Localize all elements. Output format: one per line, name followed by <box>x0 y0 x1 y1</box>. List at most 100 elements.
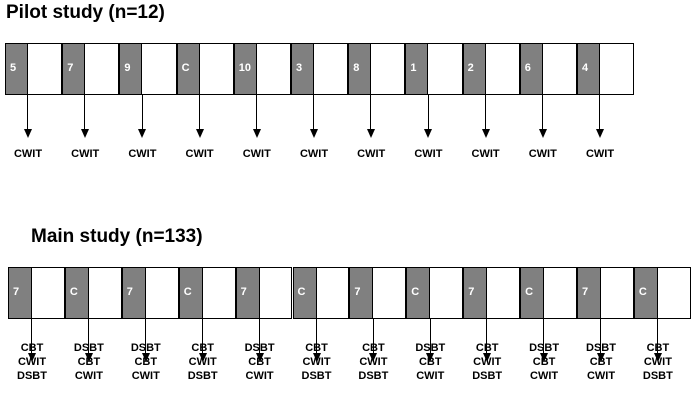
pilot-block-9-label: 2 <box>467 62 474 74</box>
main-block-1-label: 7 <box>13 286 20 298</box>
main-block-2-outputs: DSBT CBT CWIT <box>59 341 119 383</box>
pilot-block-5-arrow-head <box>252 129 261 138</box>
main-block-1-arrow <box>31 319 33 354</box>
pilot-block-8-empty-cell <box>427 43 463 95</box>
pilot-block-7-outputs: CWIT <box>341 147 401 161</box>
pilot-block-6-empty-cell <box>313 43 349 95</box>
main-block-8-output-2: CBT <box>418 356 442 368</box>
pilot-block-2-label-cell: 7 <box>62 43 86 95</box>
pilot-block-5-empty-cell <box>255 43 291 95</box>
main-block-4-output-1: CBT <box>191 342 214 354</box>
main-block-3-empty-cell <box>144 267 179 319</box>
pilot-block-7-output-1: CWIT <box>357 148 386 160</box>
pilot-block-1-label-cell: 5 <box>5 43 28 95</box>
pilot-block-3-label: 9 <box>124 62 131 74</box>
pilot-block-7-empty-cell <box>370 43 406 95</box>
main-block-11-label: 7 <box>582 286 589 298</box>
pilot-block-1-output-1: CWIT <box>13 148 43 160</box>
pilot-block-1-outputs: CWIT <box>0 147 58 161</box>
main-block-11-output-2: CBT <box>589 356 613 368</box>
pilot-block-10-label: 6 <box>524 62 531 74</box>
pilot-block-2-output-1: CWIT <box>71 148 100 160</box>
pilot-block-6-arrow-head <box>310 129 318 138</box>
main-block-5-output-2: CBT <box>248 356 271 368</box>
main-block-1-empty-cell <box>31 267 65 319</box>
pilot-block-2-empty-cell <box>84 43 120 95</box>
main-block-2-output-1: DSBT <box>73 342 104 354</box>
main-block-11-outputs: DSBT CBT CWIT <box>571 341 631 383</box>
pilot-block-11-label-cell: 4 <box>577 43 600 95</box>
main-block-10-label-cell: C <box>520 267 545 319</box>
pilot-study-title: Pilot study (n=12) <box>6 2 165 23</box>
main-block-4-output-2: CWIT <box>188 356 217 368</box>
main-block-8-output-1: DSBT <box>415 342 446 354</box>
main-block-5-label: 7 <box>240 286 247 298</box>
pilot-block-3-output-1: CWIT <box>128 148 157 160</box>
main-block-3-output-1: DSBT <box>130 342 161 354</box>
main-block-6-empty-cell <box>315 267 350 319</box>
main-block-6-arrow-head <box>312 353 321 362</box>
main-block-8-arrow-head <box>426 353 435 362</box>
pilot-block-10-arrow <box>542 95 544 130</box>
main-block-10-arrow-head <box>540 353 549 362</box>
main-block-11-arrow-head <box>597 353 605 362</box>
pilot-block-9-arrow <box>484 95 486 130</box>
pilot-block-10-empty-cell <box>541 43 577 95</box>
pilot-block-3-outputs: CWIT <box>112 147 172 161</box>
main-block-3-output-3: CWIT <box>131 370 160 382</box>
main-block-7-arrow-head <box>369 353 378 362</box>
main-block-12-arrow-head <box>653 353 662 362</box>
pilot-block-6-label: 3 <box>296 62 303 74</box>
pilot-block-8-arrow-head <box>424 129 433 138</box>
main-block-5-arrow <box>258 319 260 354</box>
main-block-10-output-2: CBT <box>532 356 556 368</box>
main-block-3-label: 7 <box>126 286 133 298</box>
pilot-block-10-label-cell: 6 <box>519 43 543 95</box>
main-block-2-output-3: CWIT <box>74 370 103 382</box>
pilot-block-11-arrow <box>599 95 601 130</box>
main-block-11-empty-cell <box>600 267 634 319</box>
pilot-block-6-arrow <box>313 95 315 130</box>
main-block-6-label-cell: C <box>292 267 317 319</box>
main-block-10-arrow <box>543 319 545 354</box>
pilot-block-9-empty-cell <box>484 43 520 95</box>
main-block-2-label-cell: C <box>64 267 89 319</box>
main-block-4-output-3: DSBT <box>187 370 218 382</box>
main-block-11-label-cell: 7 <box>577 267 601 319</box>
pilot-block-11-arrow-head <box>596 129 604 138</box>
pilot-block-10-output-1: CWIT <box>528 148 557 160</box>
main-block-11-arrow <box>600 319 602 354</box>
pilot-block-7-arrow <box>370 95 372 130</box>
main-block-5-output-3: CWIT <box>245 370 274 382</box>
main-block-9-output-3: DSBT <box>472 370 503 382</box>
main-block-2-arrow <box>88 319 90 354</box>
main-block-4-label-cell: C <box>178 267 203 319</box>
pilot-block-4-empty-cell <box>198 43 234 95</box>
pilot-block-11-output-1: CWIT <box>585 148 615 160</box>
main-block-8-empty-cell <box>429 267 464 319</box>
pilot-block-2-arrow <box>84 95 86 130</box>
main-block-9-output-2: CWIT <box>473 356 502 368</box>
main-block-4-arrow <box>201 319 203 354</box>
pilot-block-9-label-cell: 2 <box>462 43 486 95</box>
main-block-1-output-2: CWIT <box>17 356 47 368</box>
pilot-block-11-empty-cell <box>599 43 635 95</box>
pilot-block-6-outputs: CWIT <box>284 147 344 161</box>
main-block-9-label: 7 <box>468 286 475 298</box>
pilot-block-5-outputs: CWIT <box>227 147 287 161</box>
main-block-7-arrow <box>372 319 374 354</box>
pilot-block-7-arrow-head <box>367 129 376 138</box>
main-block-2-output-2: CBT <box>77 356 101 368</box>
pilot-block-4-label: C <box>181 62 190 74</box>
main-block-11-output-1: DSBT <box>586 342 616 354</box>
main-block-11-output-3: CWIT <box>586 370 616 382</box>
main-block-9-arrow <box>486 319 488 354</box>
pilot-block-11-outputs: CWIT <box>570 147 630 161</box>
